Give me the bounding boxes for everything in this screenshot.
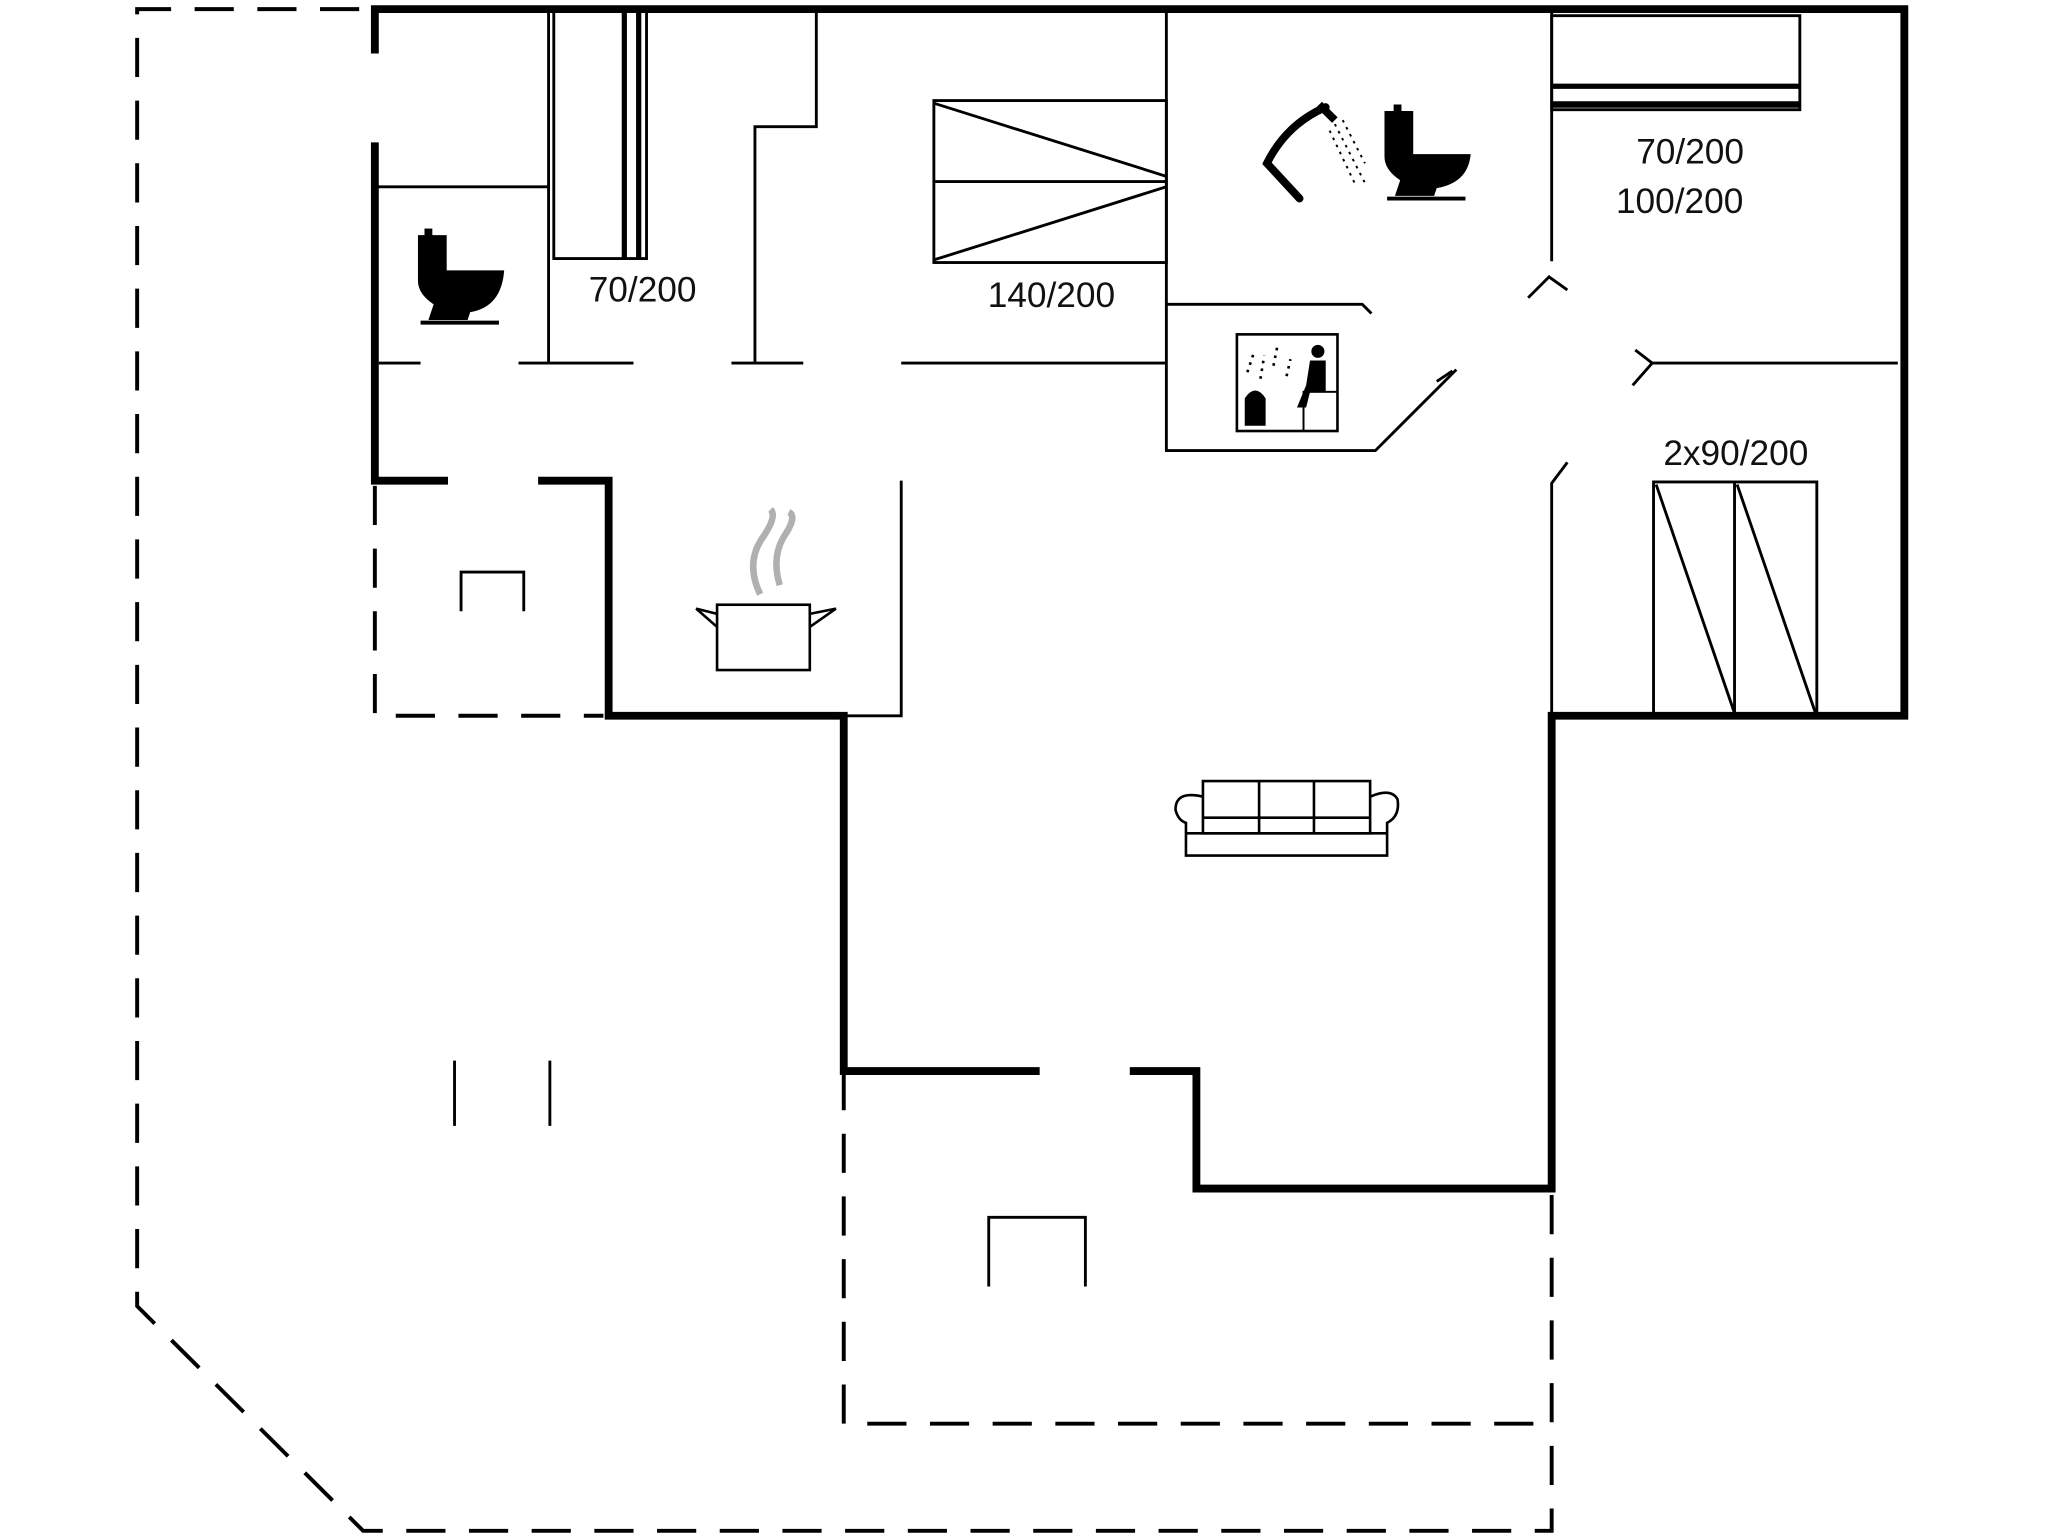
bed-label: 70/200 <box>589 271 697 310</box>
shower-icon <box>1262 101 1366 203</box>
cooking-pot-icon <box>695 507 837 672</box>
bed-label: 100/200 <box>1616 182 1743 221</box>
steps <box>453 570 1087 1287</box>
bed-bunk-top-right <box>1550 14 1802 112</box>
sauna-icon <box>1235 333 1339 433</box>
terrace-outline <box>135 7 1554 1533</box>
sofa-icon <box>1174 779 1400 857</box>
beds-2x90 <box>1652 480 1819 718</box>
toilet-icon <box>417 228 505 325</box>
toilet-icon <box>1384 104 1471 201</box>
bed-140-200 <box>932 99 1168 264</box>
bed-label: 2x90/200 <box>1663 434 1808 473</box>
bed-label: 140/200 <box>988 276 1115 315</box>
interior-walls <box>374 13 1898 718</box>
bed-label: 70/200 <box>1636 132 1744 171</box>
